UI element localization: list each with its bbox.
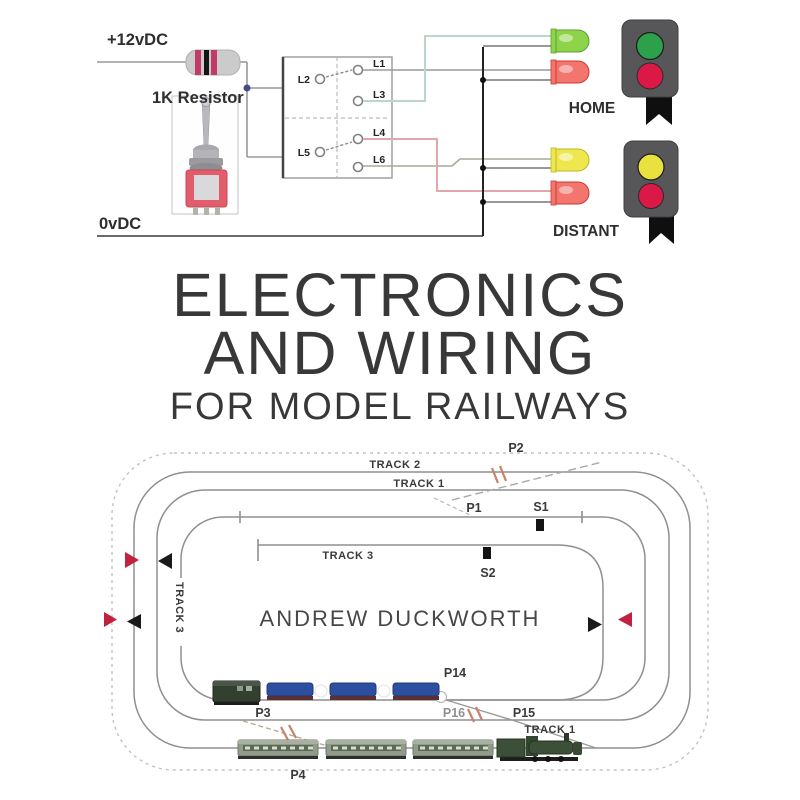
home-signal-flag xyxy=(646,96,672,125)
track-2-loop xyxy=(133,471,691,749)
title-line-3: FOR MODEL RAILWAYS xyxy=(169,386,631,428)
track1-top-label: TRACK 1 xyxy=(393,478,444,490)
freight-train xyxy=(212,680,440,705)
track3-loop-label: TRACK 3 xyxy=(173,582,185,633)
point-p2-label: P2 xyxy=(508,441,523,455)
black-signal-arrow xyxy=(127,614,141,629)
black-signal-arrow xyxy=(588,617,602,632)
switch-s2-label: S2 xyxy=(480,566,495,580)
switch-s1-label: S1 xyxy=(533,500,548,514)
switch-s2-square xyxy=(483,547,491,559)
terminal-l3: L3 xyxy=(373,89,385,101)
title-block: ELECTRONICS AND WIRING FOR MODEL RAILWAY… xyxy=(0,261,800,430)
freight-wagons xyxy=(266,682,440,700)
led-red-home xyxy=(550,59,590,85)
resistor-label: 1K Resistor xyxy=(152,89,244,107)
resistor xyxy=(185,49,241,76)
track3-siding-label: TRACK 3 xyxy=(322,550,373,562)
title-line-2: AND WIRING xyxy=(203,319,597,387)
track3-loop-label-bg xyxy=(171,578,186,646)
point-p14-label: P14 xyxy=(444,666,466,680)
signal-arrows xyxy=(104,552,632,632)
point-p15-label: P15 xyxy=(513,706,535,720)
steam-locomotive xyxy=(496,733,582,762)
track1-bottom-label: TRACK 1 xyxy=(524,724,575,736)
distant-signal-head xyxy=(623,140,679,244)
circuit-diagram: L2 L5 L1 L3 L4 L6 xyxy=(97,19,679,244)
led-green-home xyxy=(550,28,590,54)
led-red-distant xyxy=(550,180,590,206)
terminal-l2: L2 xyxy=(298,74,310,86)
crossovers xyxy=(242,461,603,749)
black-signal-arrow xyxy=(158,553,172,569)
point-p3-label: P3 xyxy=(255,706,270,720)
track2-label: TRACK 2 xyxy=(369,459,420,471)
passenger-coaches xyxy=(237,739,494,759)
track-1-loop xyxy=(156,489,670,721)
red-signal-arrow xyxy=(104,612,117,627)
distant-signal-flag xyxy=(649,215,674,244)
supply-positive-label: +12vDC xyxy=(107,31,168,49)
terminal-l5: L5 xyxy=(298,147,310,159)
inner-siding xyxy=(258,544,604,701)
point-p4-label: P4 xyxy=(290,768,305,782)
led-wires xyxy=(363,35,553,236)
author-name: ANDREW DUCKWORTH xyxy=(260,606,541,631)
terminal-l6: L6 xyxy=(373,154,385,166)
dpdt-switch-box: L2 L5 L1 L3 L4 L6 xyxy=(281,56,393,179)
distant-label: DISTANT xyxy=(553,223,620,240)
terminal-l1: L1 xyxy=(373,58,385,70)
home-signal-head xyxy=(621,19,679,125)
outer-dashed-loop xyxy=(111,452,709,771)
terminal-l4: L4 xyxy=(373,127,385,139)
red-signal-arrow xyxy=(618,612,632,627)
red-signal-arrow xyxy=(125,552,139,568)
home-label: HOME xyxy=(569,100,616,117)
switch-s1-square xyxy=(536,519,544,531)
passenger-train xyxy=(237,733,582,762)
toggle-switch xyxy=(171,95,239,215)
supply-wires xyxy=(97,61,483,237)
point-p16-label: P16 xyxy=(443,706,465,720)
junction-dot xyxy=(243,84,251,92)
track-plan: TRACK 2 TRACK 1 TRACK 3 TRACK 3 TRACK 1 … xyxy=(104,441,709,782)
led-yellow-distant xyxy=(550,147,590,173)
title-line-1: ELECTRONICS xyxy=(172,261,628,329)
point-p1-label: P1 xyxy=(466,501,481,515)
supply-zero-label: 0vDC xyxy=(99,215,141,233)
